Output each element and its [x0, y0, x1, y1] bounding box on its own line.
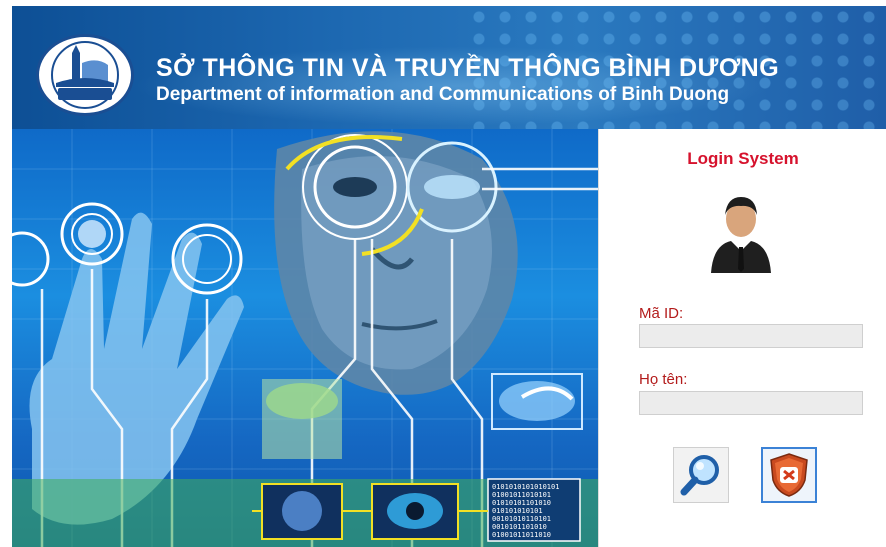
search-button[interactable] — [673, 447, 729, 503]
login-title: Login System — [687, 149, 799, 168]
shield-close-icon — [770, 453, 808, 497]
header-title-vietnamese: SỞ THÔNG TIN VÀ TRUYỀN THÔNG BÌNH DƯƠNG — [156, 54, 780, 82]
header-banner: SỞ THÔNG TIN VÀ TRUYỀN THÔNG BÌNH DƯƠNG … — [12, 6, 886, 129]
header-dot-pattern — [466, 6, 886, 129]
name-label: Họ tên: — [639, 371, 688, 388]
binary-row-5: 0010101101010 — [492, 523, 547, 531]
magnifier-icon — [680, 455, 719, 496]
user-avatar-icon — [711, 197, 771, 273]
binary-row-3: 010101010101 — [492, 507, 543, 515]
cancel-button[interactable] — [761, 447, 817, 503]
logo-emblem-icon — [51, 41, 119, 109]
binary-row-4: 00101010110101 — [492, 515, 551, 523]
logo — [36, 34, 134, 116]
biometric-hero-image: 0101010101010101 01001011010101 01010101… — [12, 129, 598, 547]
header-title-english: Department of information and Communicat… — [156, 84, 730, 105]
id-label: Mã ID: — [639, 305, 684, 322]
id-input[interactable] — [639, 324, 863, 348]
name-input[interactable] — [639, 391, 863, 415]
binary-row-0: 0101010101010101 — [492, 483, 559, 491]
binary-row-2: 01010101101010 — [492, 499, 551, 507]
header-glow — [132, 46, 772, 126]
binary-row-1: 01001011010101 — [492, 491, 551, 499]
hero-illustration: 0101010101010101 01001011010101 01010101… — [12, 129, 598, 547]
login-panel: Login System Mã ID: Họ tên: — [598, 129, 886, 547]
binary-row-6: 01001011011010 — [492, 531, 551, 539]
